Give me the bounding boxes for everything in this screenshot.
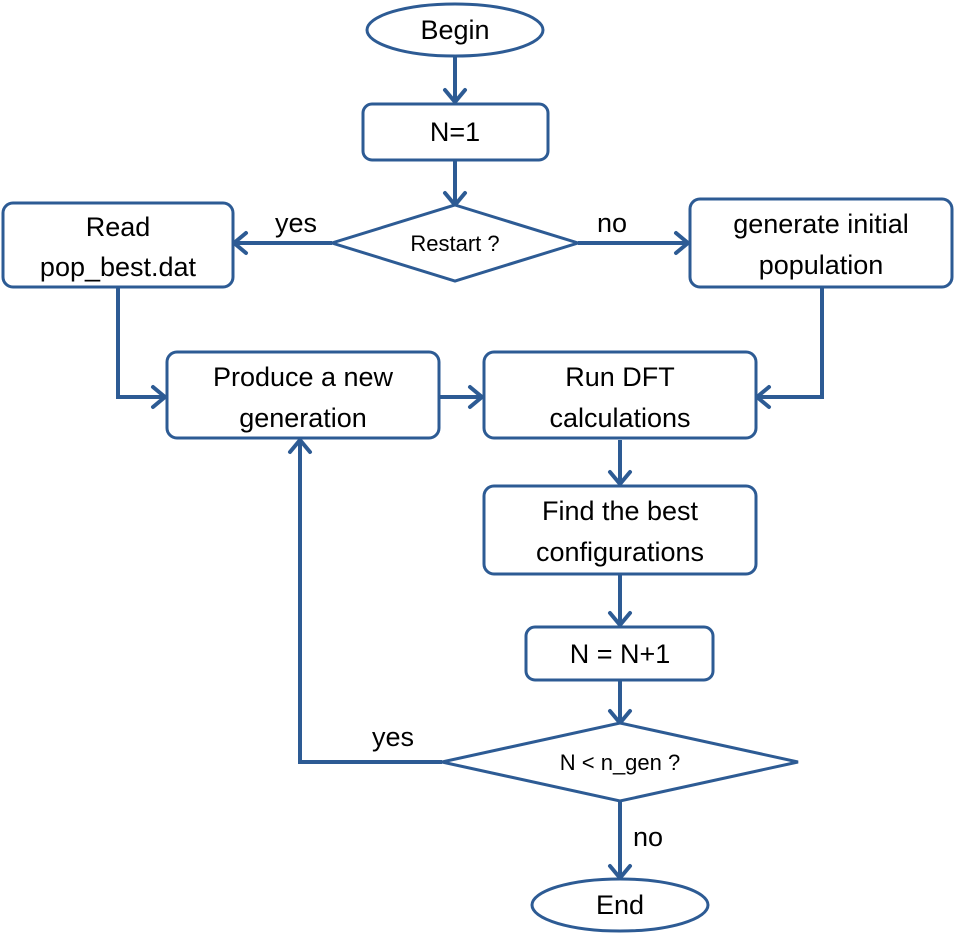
restart-yes-label: yes [275,208,317,238]
loop-yes-label: yes [372,722,414,752]
edge-read-to-produce [116,287,165,399]
produce-generation-line2: generation [239,403,367,433]
find-best-line2: configurations [536,537,704,567]
find-best-line1: Find the best [542,496,699,526]
increment-counter-box [524,625,715,682]
generate-initial-line2: population [759,250,884,280]
increment-counter-label: N = N+1 [570,639,671,669]
produce-generation-box [165,350,441,440]
read-file-box [1,201,235,289]
begin-label: Begin [420,15,489,45]
restart-no-label: no [597,208,627,238]
node-init-counter: N=1 [361,102,550,162]
node-generate-initial: generate initial population [688,197,954,289]
node-begin: Begin [365,2,545,58]
generate-initial-line1: generate initial [733,209,909,239]
read-file-line2: pop_best.dat [40,252,197,282]
node-end: End [530,877,710,933]
arrowhead-down-icon [608,470,632,486]
edge-generate-to-dft [757,287,824,399]
node-restart-decision: Restart ? [326,203,584,283]
loop-no-label: no [633,822,663,852]
run-dft-box [482,350,758,440]
restart-decision-label: Restart ? [410,231,499,256]
end-label: End [596,890,644,920]
run-dft-line2: calculations [549,403,690,433]
node-loop-decision: N < n_gen ? [441,721,799,803]
find-best-box [482,484,758,576]
init-counter-box [361,102,550,162]
end-terminator [530,877,710,933]
arrowhead-right-icon [151,385,167,409]
node-find-best: Find the best configurations [482,484,758,576]
read-file-line1: Read [86,212,151,242]
node-read-file: Read pop_best.dat [1,201,235,289]
loop-decision-label: N < n_gen ? [560,750,680,775]
run-dft-line1: Run DFT [565,362,675,392]
node-increment-counter: N = N+1 [524,625,715,682]
arrowhead-right-icon [468,385,484,409]
produce-generation-line1: Produce a new [213,362,394,392]
arrowhead-right-icon [674,231,690,255]
generate-initial-box [688,197,954,289]
restart-decision-diamond [326,203,584,283]
arrowhead-down-icon [608,611,632,627]
begin-terminator [365,2,545,58]
init-counter-label: N=1 [430,117,480,147]
node-run-dft: Run DFT calculations [482,350,758,440]
arrowhead-down-icon [443,88,467,104]
edge-loop-yes [298,440,442,764]
node-produce-generation: Produce a new generation [165,350,441,440]
arrowhead-up-icon [288,438,312,454]
loop-decision-diamond [441,721,799,803]
